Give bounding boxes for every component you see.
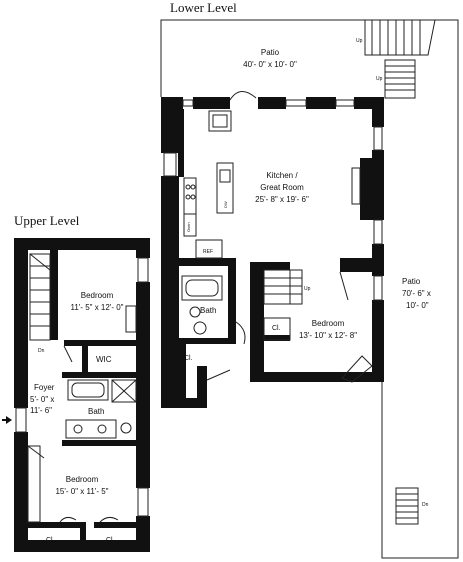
upper-stair xyxy=(29,253,51,341)
lower-hall-closet-label: Cl. xyxy=(184,355,193,362)
lower-bath-fixtures xyxy=(181,275,223,335)
patio-side-dims-2: 10'- 0" xyxy=(406,301,429,310)
wic-label: WIC xyxy=(96,355,112,364)
upper-level-walls xyxy=(14,238,150,552)
bedroom-closet xyxy=(263,317,291,341)
patio-top-dims: 40'- 0" x 10'- 0" xyxy=(243,60,297,69)
stair-up-label-top: Up xyxy=(356,38,363,44)
lower-bedroom-dims: 13'- 10" x 12'- 8" xyxy=(299,331,357,340)
stair-up-label-interior: Up xyxy=(304,286,311,292)
lower-level-title: Lower Level xyxy=(170,0,237,15)
lower-patio-boundary xyxy=(160,19,459,559)
dishwasher-label: DW xyxy=(223,201,228,208)
upper-bedroom-top-dims: 11'- 5" x 12'- 0" xyxy=(70,303,123,312)
patio-top-label: Patio xyxy=(261,48,280,57)
upper-bedroom-top-fixture xyxy=(125,305,137,333)
wic-door xyxy=(63,345,73,363)
lower-bedroom-closet-label: Cl. xyxy=(272,325,281,332)
upper-bath-fixtures xyxy=(65,379,137,439)
patio-stair-right xyxy=(384,59,416,99)
bedroom-door xyxy=(339,271,349,301)
kitchen-dims: 25'- 8" x 19'- 6" xyxy=(255,195,309,204)
lower-bath-label: Bath xyxy=(200,306,216,315)
lower-level-walls xyxy=(161,97,384,408)
upper-level-title: Upper Level xyxy=(14,213,80,228)
foyer-dims-1: 5'- 0" x xyxy=(30,395,54,404)
patio-side-label: Patio xyxy=(402,277,421,286)
upper-bath-label: Bath xyxy=(88,407,104,416)
patio-side-dims-1: 70'- 6" x xyxy=(402,289,431,298)
closet-door-left xyxy=(59,516,77,523)
patio-stair-bottom xyxy=(395,487,419,525)
entry-arrow-icon xyxy=(6,416,12,424)
patio-door-swing xyxy=(229,91,257,101)
oven-label: Oven xyxy=(186,222,191,232)
upper-windows xyxy=(15,257,149,517)
upper-closet-right-label: Cl. xyxy=(106,537,115,544)
kitchen-label-2: Great Room xyxy=(260,183,304,192)
refrigerator-label: REF xyxy=(203,249,213,255)
lower-windows xyxy=(163,99,383,301)
bedroom-door-upper xyxy=(27,445,45,459)
patio-stair-top-right xyxy=(364,19,436,56)
upper-bedroom-bottom-closet-side xyxy=(27,445,41,523)
stair-dn-label-bottom: Dn xyxy=(422,502,429,508)
upper-bedroom-bottom-label: Bedroom xyxy=(66,475,99,484)
upper-bedroom-top-label: Bedroom xyxy=(81,291,114,300)
lower-bedroom-label: Bedroom xyxy=(312,319,345,328)
upper-closet-left-label: Cl. xyxy=(46,537,55,544)
interior-stair xyxy=(263,269,303,305)
upper-stair-dn-label: Dn xyxy=(38,348,45,354)
bedroom-angled-fixture xyxy=(341,355,373,383)
kitchen-fixtures xyxy=(183,110,361,259)
upper-bedroom-bottom-dims: 15'- 0" x 11'- 5" xyxy=(55,487,108,496)
bath-door-swing xyxy=(235,321,246,345)
hall-door xyxy=(206,369,231,381)
foyer-label: Foyer xyxy=(34,383,55,392)
closet-door-right xyxy=(99,516,119,523)
kitchen-label-1: Kitchen / xyxy=(266,171,298,180)
entry-arrow-shaft xyxy=(2,419,7,421)
foyer-dims-2: 11'- 6" xyxy=(30,406,52,415)
stair-up-label-patio: Up xyxy=(376,76,383,82)
